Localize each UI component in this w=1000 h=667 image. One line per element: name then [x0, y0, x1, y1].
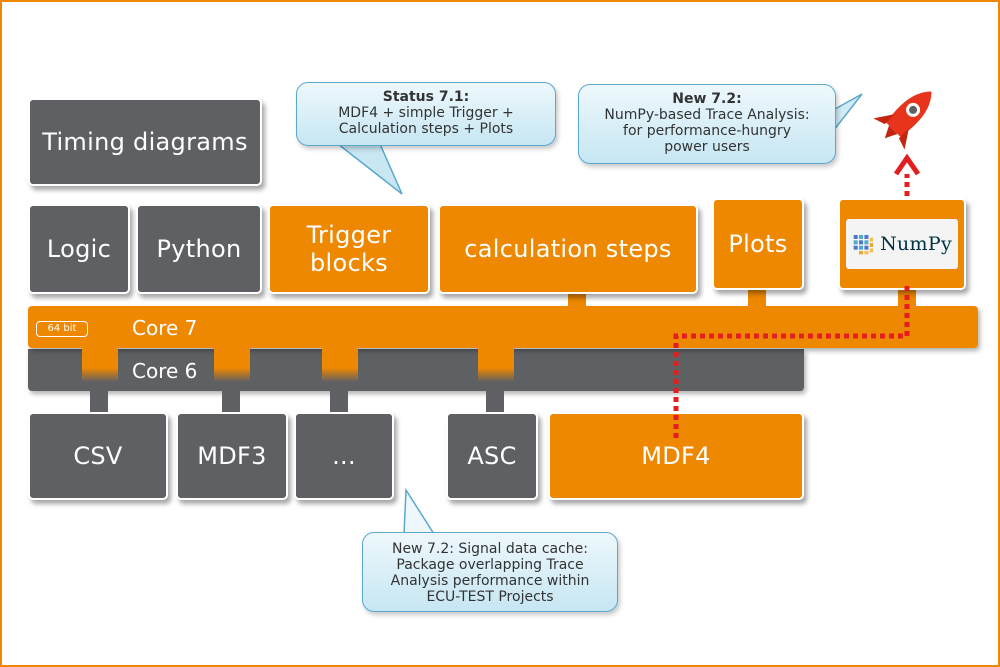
core7-tab-asc-fade [478, 368, 514, 382]
rocket-icon [873, 91, 932, 150]
connector-csv [90, 389, 108, 416]
trigger-blocks-box: Trigger blocks [268, 204, 430, 294]
core7-tab-asc [478, 342, 514, 368]
core7-tab-mdf3 [214, 342, 250, 368]
core7-tab-ellipsis [322, 342, 358, 368]
cache-callout-body: New 7.2: Signal data cache: Package over… [390, 541, 590, 605]
connector-ellipsis [330, 389, 348, 416]
connector-asc [486, 389, 504, 416]
numpy-callout-title: New 7.2: [672, 91, 742, 107]
numpy-box: NumPy [838, 198, 966, 290]
numpy-callout-body: NumPy-based Trace Analysis: for performa… [604, 107, 810, 155]
64bit-badge: 64 bit [36, 321, 88, 337]
connector-plots [748, 288, 766, 310]
status-callout: Status 7.1: MDF4 + simple Trigger + Calc… [296, 82, 556, 146]
core7-tab-mdf3-fade [214, 368, 250, 382]
core7-tab-csv [82, 342, 118, 368]
core7-label: Core 7 [132, 316, 198, 340]
ellipsis-box: ... [294, 412, 394, 500]
numpy-label: NumPy [880, 233, 952, 255]
numpy-data-path [673, 284, 910, 438]
csv-box: CSV [28, 412, 168, 500]
cache-callout: New 7.2: Signal data cache: Package over… [362, 532, 618, 612]
plots-box: Plots [712, 198, 804, 290]
core7-bar [28, 306, 978, 348]
calculation-steps-box: calculation steps [438, 204, 698, 294]
numpy-cube-icon [853, 234, 874, 256]
upward-arrow-icon [893, 153, 921, 176]
status-callout-title: Status 7.1: [382, 89, 470, 105]
core7-tab-ellipsis-fade [322, 368, 358, 382]
core6-label: Core 6 [132, 359, 198, 383]
asc-box: ASC [446, 412, 538, 500]
status-callout-body: MDF4 + simple Trigger + Calculation step… [338, 105, 514, 137]
numpy-callout: New 7.2: NumPy-based Trace Analysis: for… [578, 84, 836, 164]
connector-mdf3 [222, 389, 240, 416]
numpy-logo: NumPy [846, 219, 958, 269]
mdf3-box: MDF3 [176, 412, 288, 500]
core7-tab-csv-fade [82, 368, 118, 382]
status-callout-tail [335, 143, 403, 195]
python-box: Python [136, 204, 262, 294]
timing-diagrams-box: Timing diagrams [28, 98, 262, 186]
logic-box: Logic [28, 204, 130, 294]
cache-callout-tail [403, 487, 436, 535]
